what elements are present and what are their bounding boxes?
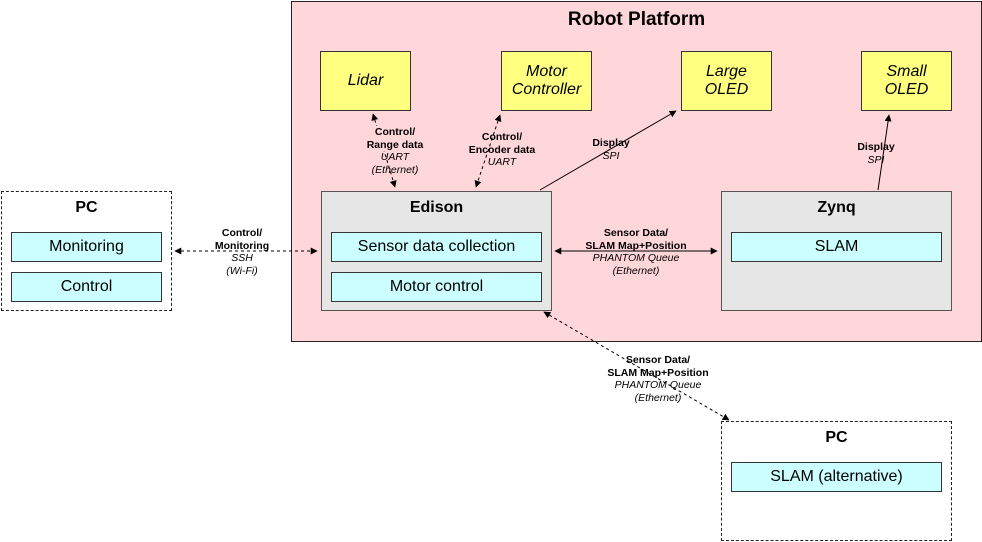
link-label-bold: Sensor Data/ [625, 354, 691, 366]
link-label-italic: (Ethernet) [634, 391, 682, 404]
small-oled-label-line: OLED [884, 81, 929, 98]
lidar-label-line: Lidar [347, 72, 384, 89]
small-oled-link-label: Display SPI [836, 141, 916, 166]
link-label-bold: Encoder data [468, 143, 536, 156]
zynq-box: Zynq SLAM [721, 191, 952, 311]
pc-right-link-label: Sensor Data/ SLAM Map+Position PHANTOM Q… [593, 354, 723, 404]
large-oled-label-line: Large [706, 63, 747, 80]
edison-box: Edison Sensor data collection Motor cont… [321, 191, 552, 311]
small-oled-link [877, 114, 892, 191]
pc-left-link-label: Control/ Monitoring SSH (Wi-Fi) [200, 227, 284, 277]
large-oled-label-line: OLED [704, 81, 749, 98]
link-label-bold: Monitoring [214, 239, 270, 252]
link-label-italic: SPI [867, 153, 885, 166]
link-label-italic: SSH [231, 252, 253, 264]
large-oled-link [539, 110, 677, 191]
link-label-bold: Range data [340, 138, 450, 151]
link-label-bold: Control/ [221, 227, 263, 239]
lidar-box: Lidar [320, 51, 411, 111]
pc-right-box: PC SLAM (alternative) [721, 421, 952, 541]
link-label-italic: PHANTOM Queue [592, 252, 680, 264]
edison-title: Edison [409, 199, 464, 216]
link-label-italic: PHANTOM Queue [614, 379, 702, 391]
link-label-bold: Control/ [481, 131, 523, 143]
link-label-italic: UART [487, 156, 517, 168]
link-label-bold: SLAM Map+Position [607, 366, 709, 379]
link-label-bold: Control/ [340, 126, 450, 139]
slam-alternative-box: SLAM (alternative) [731, 462, 942, 492]
pc-right-title: PC [825, 429, 848, 446]
link-label-italic: SPI [602, 149, 620, 162]
pc-left-title: PC [75, 199, 98, 216]
slam-box: SLAM [731, 232, 942, 262]
motor-controller-box: Motor Controller [501, 51, 592, 111]
motor-link-label: Control/ Encoder data UART [447, 131, 557, 169]
motor-controller-label-line: Controller [511, 81, 582, 98]
monitoring-box: Monitoring [11, 232, 162, 262]
motor-control-box: Motor control [331, 272, 542, 302]
small-oled-box: Small OLED [861, 51, 952, 111]
link-label-italic: (Wi-Fi) [226, 264, 258, 277]
link-label-bold: Sensor Data/ [603, 227, 669, 239]
platform-title: Robot Platform [567, 9, 706, 30]
motor-controller-label-line: Motor [526, 63, 567, 80]
small-oled-label-line: Small [886, 63, 927, 80]
large-oled-link-label: Display SPI [571, 137, 651, 162]
edison-zynq-link-label: Sensor Data/ SLAM Map+Position PHANTOM Q… [571, 227, 701, 277]
pc-left-box: PC Monitoring Control [1, 191, 172, 311]
link-label-italic: (Ethernet) [371, 163, 419, 176]
control-box: Control [11, 272, 162, 302]
sensor-data-collection-box: Sensor data collection [331, 232, 542, 262]
lidar-link-label: Control/ Range data UART (Ethernet) [340, 126, 450, 176]
link-label-bold: Display [592, 137, 630, 149]
link-label-italic: UART [380, 151, 410, 163]
link-label-bold: Display [857, 141, 895, 153]
link-label-bold: SLAM Map+Position [585, 239, 687, 252]
link-label-italic: (Ethernet) [612, 264, 660, 277]
zynq-title: Zynq [817, 199, 856, 216]
large-oled-box: Large OLED [681, 51, 772, 111]
motor-link [474, 114, 502, 188]
